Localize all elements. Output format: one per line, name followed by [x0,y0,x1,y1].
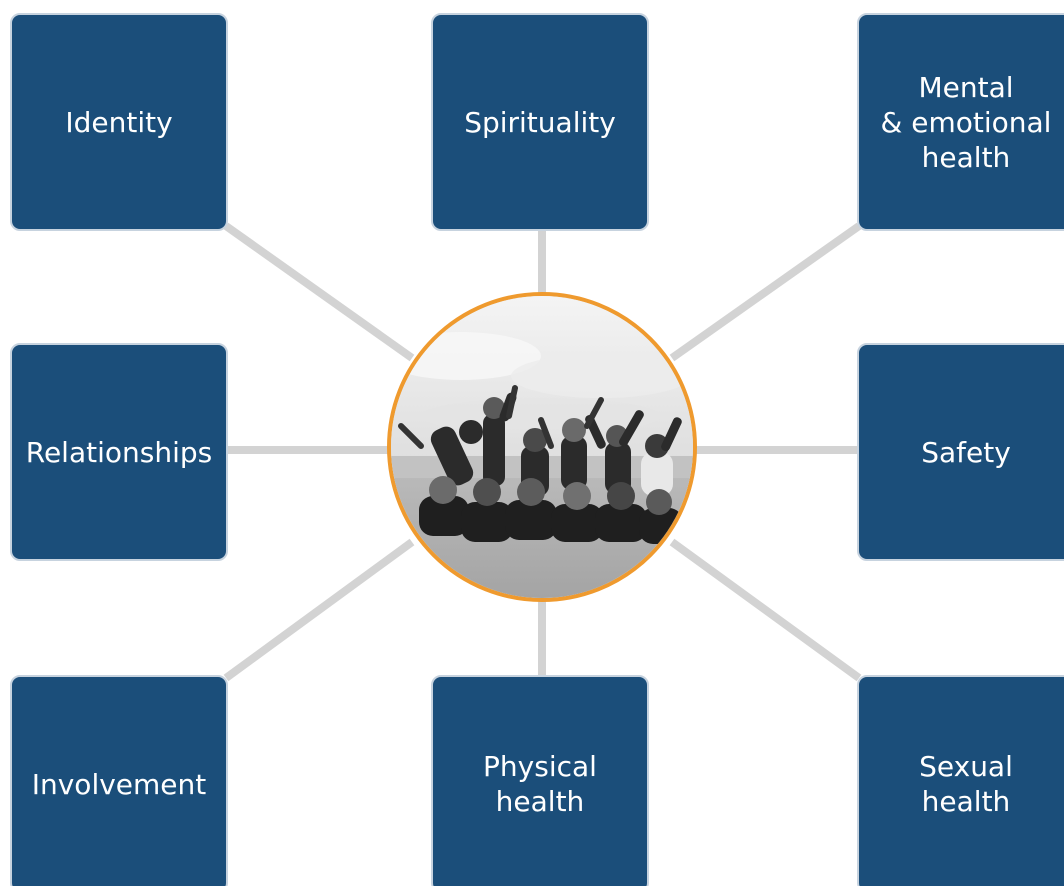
node-label-physical-health: Physical health [483,750,597,818]
connector-involvement [223,538,415,682]
node-physical-health: Physical health [431,675,649,886]
connector-mental [669,222,862,362]
connector-identity [223,222,415,362]
node-label-safety: Safety [921,435,1011,469]
node-relationships: Relationships [10,343,228,561]
node-label-mental-emotional-health: Mental & emotional health [880,70,1052,174]
node-label-identity: Identity [65,105,173,139]
node-label-involvement: Involvement [31,767,207,801]
group-photo-image [391,296,693,598]
node-label-spirituality: Spirituality [464,105,616,139]
node-label-sexual-health: Sexual health [919,750,1013,818]
node-spirituality: Spirituality [431,13,649,231]
node-identity: Identity [10,13,228,231]
center-group-photo [387,292,697,602]
connector-sexual [669,538,862,682]
node-involvement: Involvement [10,675,228,886]
node-sexual-health: Sexual health [857,675,1064,886]
node-safety: Safety [857,343,1064,561]
node-label-relationships: Relationships [25,435,213,469]
node-mental-emotional-health: Mental & emotional health [857,13,1064,231]
